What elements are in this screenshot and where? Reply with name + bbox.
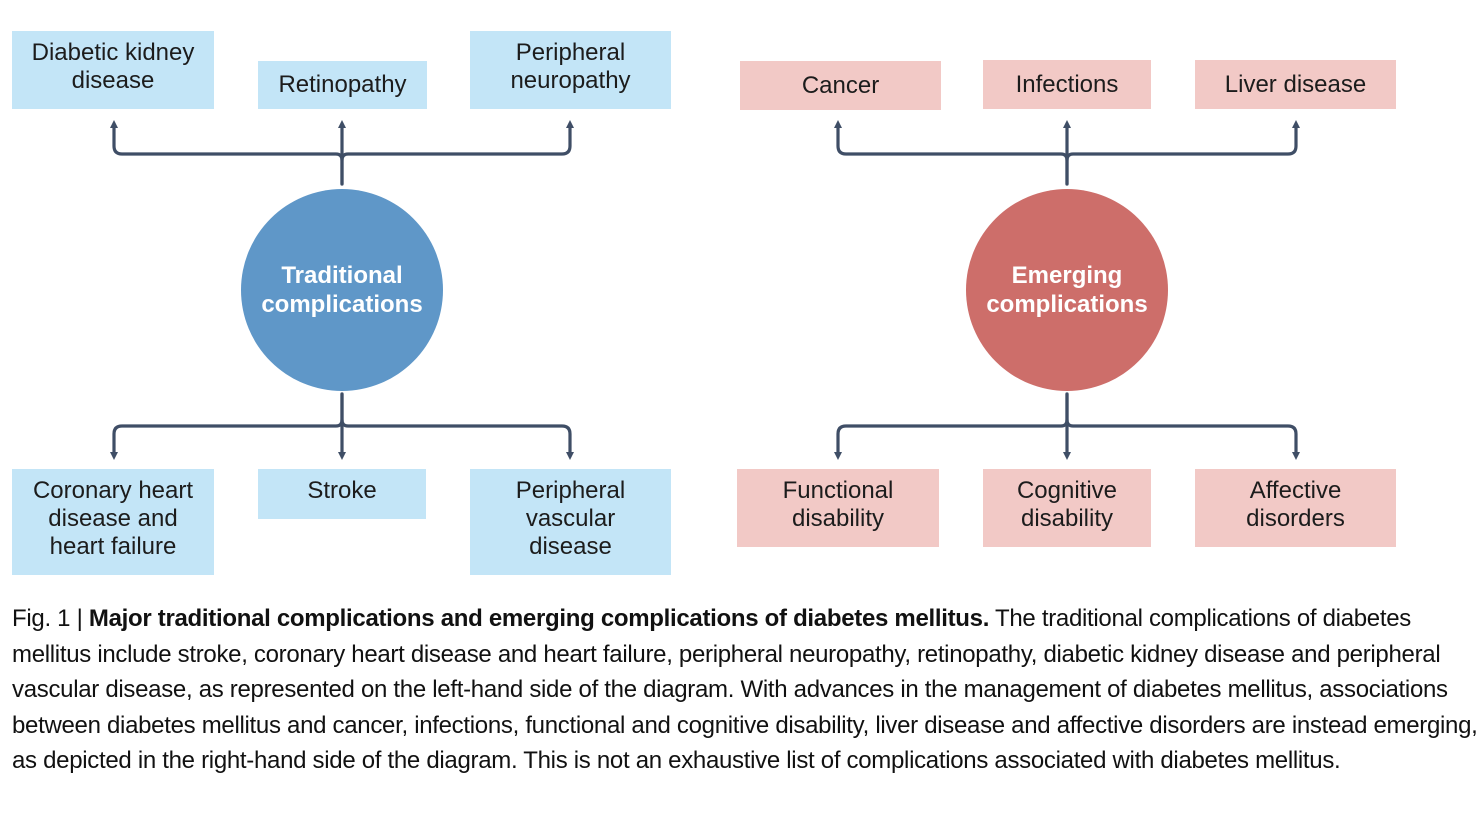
box-affective-disorders: Affective disorders [1195,469,1396,547]
emerging-complications-node: Emerging complications [966,189,1168,391]
box-liver-disease: Liver disease [1195,60,1396,109]
connector-arrows [110,120,1300,460]
box-cognitive-disability: Cognitive disability [983,469,1151,547]
left-bottom-connectors [110,392,574,460]
figure-caption: Fig. 1 | Major traditional complications… [12,601,1478,779]
box-stroke: Stroke [258,469,426,519]
box-label: Cognitive disability [1016,477,1118,532]
box-label: Affective disorders [1246,477,1345,532]
box-label: Stroke [307,477,377,504]
box-diabetic-kidney-disease: Diabetic kidney disease [12,31,214,109]
box-label: Cancer [801,71,880,99]
figure-label: Fig. 1 | [12,605,89,632]
box-cancer: Cancer [740,61,941,110]
box-label: Functional disability [782,477,894,532]
box-label: Coronary heart disease and heart failure [32,477,194,560]
caption-title: Major traditional complications and emer… [88,605,990,632]
traditional-complications-node: Traditional complications [241,189,443,391]
box-label: Infections [1015,70,1119,98]
left-top-connectors [110,120,574,186]
caption-body: The traditional complications of diabete… [12,605,1478,774]
center-label: Emerging complications [986,262,1148,318]
right-top-connectors [834,120,1300,186]
center-label: Traditional complications [261,262,423,318]
box-coronary-heart-disease: Coronary heart disease and heart failure [12,469,214,575]
box-functional-disability: Functional disability [737,469,939,547]
box-label: Diabetic kidney disease [31,39,195,94]
box-label: Peripheral vascular disease [515,477,626,560]
box-infections: Infections [983,60,1151,109]
box-label: Retinopathy [278,71,407,98]
box-label: Peripheral neuropathy [510,39,631,94]
box-peripheral-neuropathy: Peripheral neuropathy [470,31,671,109]
box-peripheral-vascular-disease: Peripheral vascular disease [470,469,671,575]
right-bottom-connectors [834,392,1300,460]
box-label: Liver disease [1224,70,1367,98]
box-retinopathy: Retinopathy [258,61,427,109]
